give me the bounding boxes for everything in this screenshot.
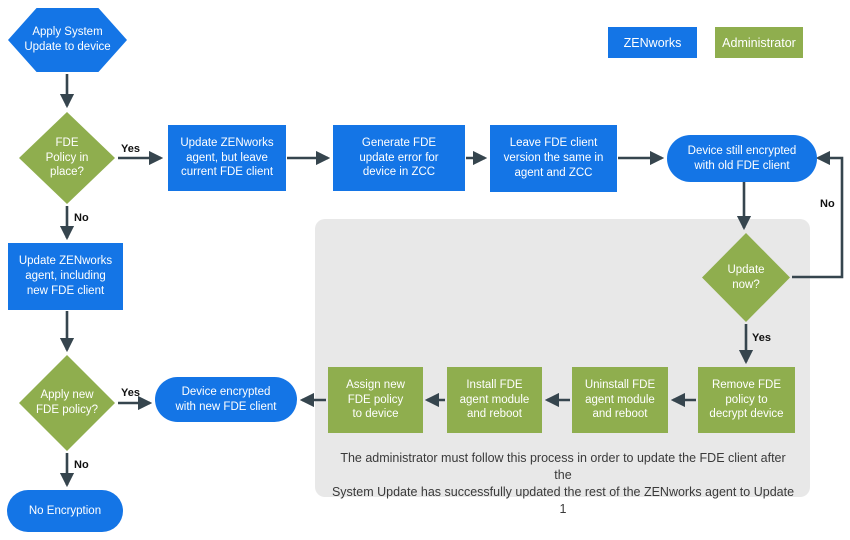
node-install-fde-module: Install FDE agent module and reboot	[447, 367, 542, 433]
legend-administrator: Administrator	[715, 27, 803, 58]
node-uninstall-fde-module: Uninstall FDE agent module and reboot	[572, 367, 668, 433]
node-update-agent-new-client: Update ZENworks agent, including new FDE…	[8, 243, 123, 310]
edge-label-apply-yes: Yes	[121, 387, 140, 399]
edge-label-policy-no: No	[74, 212, 89, 224]
node-device-encrypted-new: Device encrypted with new FDE client	[155, 377, 297, 422]
edge-label-update-now-yes: Yes	[752, 332, 771, 344]
node-update-agent-leave-client: Update ZENworks agent, but leave current…	[168, 125, 286, 191]
node-assign-new-policy: Assign new FDE policy to device	[328, 367, 423, 433]
edge-label-policy-yes: Yes	[121, 143, 140, 155]
node-device-still-encrypted: Device still encrypted with old FDE clie…	[667, 135, 817, 182]
node-remove-fde-policy: Remove FDE policy to decrypt device	[698, 367, 795, 433]
process-note: The administrator must follow this proce…	[331, 451, 795, 516]
edge-label-apply-no: No	[74, 459, 89, 471]
node-apply-system-update: Apply System Update to device	[8, 8, 127, 72]
node-generate-fde-error: Generate FDE update error for device in …	[333, 125, 465, 191]
legend-zenworks: ZENworks	[608, 27, 697, 58]
edge-label-update-now-no: No	[820, 198, 835, 210]
node-no-encryption: No Encryption	[7, 490, 123, 532]
node-leave-fde-version: Leave FDE client version the same in age…	[490, 125, 617, 192]
